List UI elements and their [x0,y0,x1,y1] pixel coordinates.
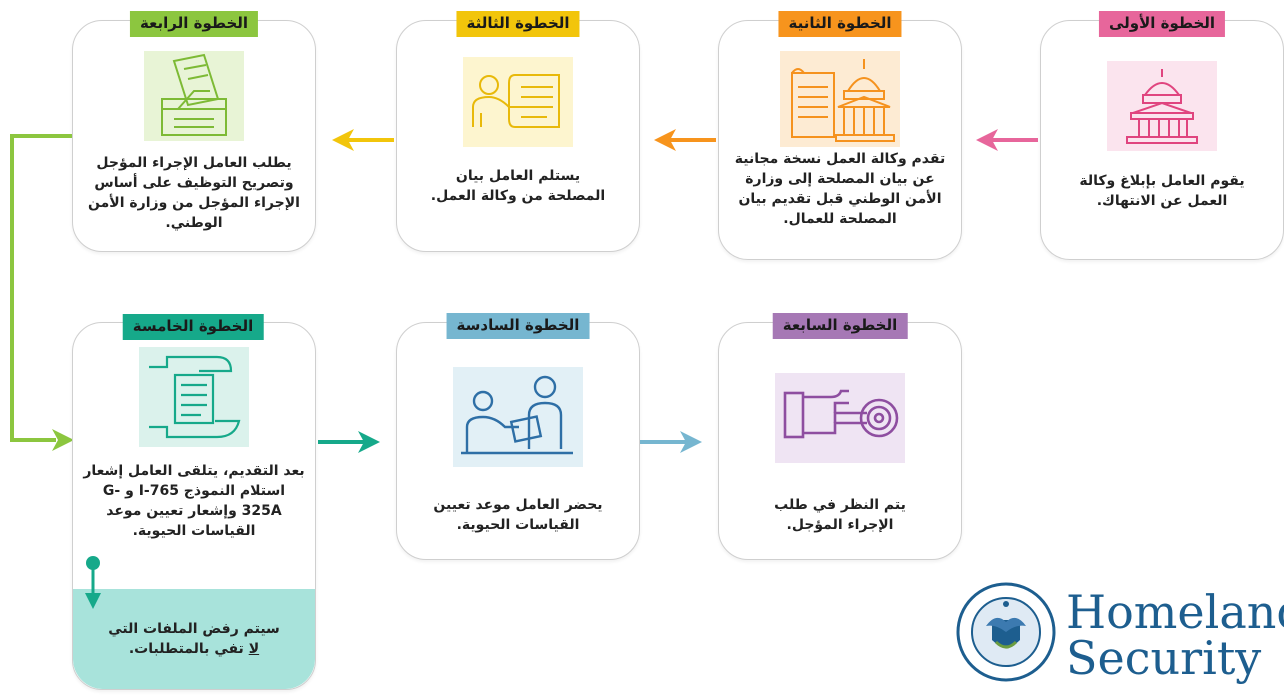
step-7-text: يتم النظر في طلب الإجراء المؤجل. [774,497,906,533]
step-5-card: بعد التقديم، يتلقى العامل إشعار استلام ا… [72,322,316,690]
step-6-card: الخطوة السادسة يحضر العامل موعد تعيين ال… [396,313,640,560]
connector-step4-to-step5 [10,134,74,451]
step-5-text: بعد التقديم، يتلقى العامل إشعار استلام ا… [83,463,305,539]
step-5-note-rest: تفي بالمتطلبات. [128,641,249,657]
arrow-step3-to-step4 [332,129,394,151]
step-2-badge: الخطوة الثانية [778,11,902,37]
arrow-step6-to-step7 [640,431,702,453]
arrow-step1-to-step2 [976,129,1038,151]
pointing-hand-target-icon [775,373,905,467]
hand-with-document-icon [139,347,249,451]
arrow-step2-to-step3 [654,129,716,151]
dhs-seal-icon [956,582,1056,686]
step-5-badge: الخطوة الخامسة [122,314,264,340]
dhs-wordmark-line2: Security [1066,631,1262,685]
step-7-card: الخطوة السابعة يتم النظر في طلب الإجراء … [718,313,962,560]
dhs-logo: Homeland Security [956,580,1284,692]
step-5-note-line2: لا تفي بالمتطلبات. [87,639,301,659]
step-4-badge: الخطوة الرابعة [129,11,259,37]
step-4-card: الخطوة الرابعة يطلب العامل الإجراء المؤج… [72,11,316,252]
step-6-badge: الخطوة السادسة [446,313,590,339]
step-2-text: تقدم وكالة العمل نسخة مجانية عن بيان الم… [734,151,946,227]
step-3-text: يستلم العامل بيان المصلحة من وكالة العمل… [430,168,606,204]
step-2-card: الخطوة الثانية تقدم وكالة العمل نسخة مجا… [718,11,962,260]
step-5-down-arrow-icon [85,556,101,609]
step-1-text: يقوم العامل بإبلاغ وكالة العمل عن الانته… [1079,173,1245,209]
arrow-step5-to-step6 [318,431,380,453]
step-1-badge: الخطوة الأولى [1098,11,1226,37]
capitol-building-icon [1107,61,1217,155]
step-4-text: يطلب العامل الإجراء المؤجل وتصريح التوظي… [88,155,300,231]
two-people-meeting-icon [453,367,583,471]
ballot-box-icon [144,51,244,145]
document-and-capitol-icon [780,51,900,151]
step-5-note-box [73,589,315,689]
step-3-badge: الخطوة الثالثة [456,11,580,37]
person-with-scroll-icon [463,57,573,151]
step-5-note-not: لا [248,641,260,657]
step-6-text: يحضر العامل موعد تعيين القياسات الحيوية. [433,497,603,533]
step-1-card: الخطوة الأولى يقوم العامل بإبلاغ وكالة ا… [1040,11,1284,260]
step-7-badge: الخطوة السابعة [772,313,908,339]
step-5-note-line1: سيتم رفض الملفات التي [108,621,280,637]
step-5-note: سيتم رفض الملفات التي لا تفي بالمتطلبات. [87,619,301,659]
step-3-card: الخطوة الثالثة يستلم العامل بيان المصلحة… [396,11,640,252]
dhs-wordmark-line1: Homeland [1066,585,1284,639]
